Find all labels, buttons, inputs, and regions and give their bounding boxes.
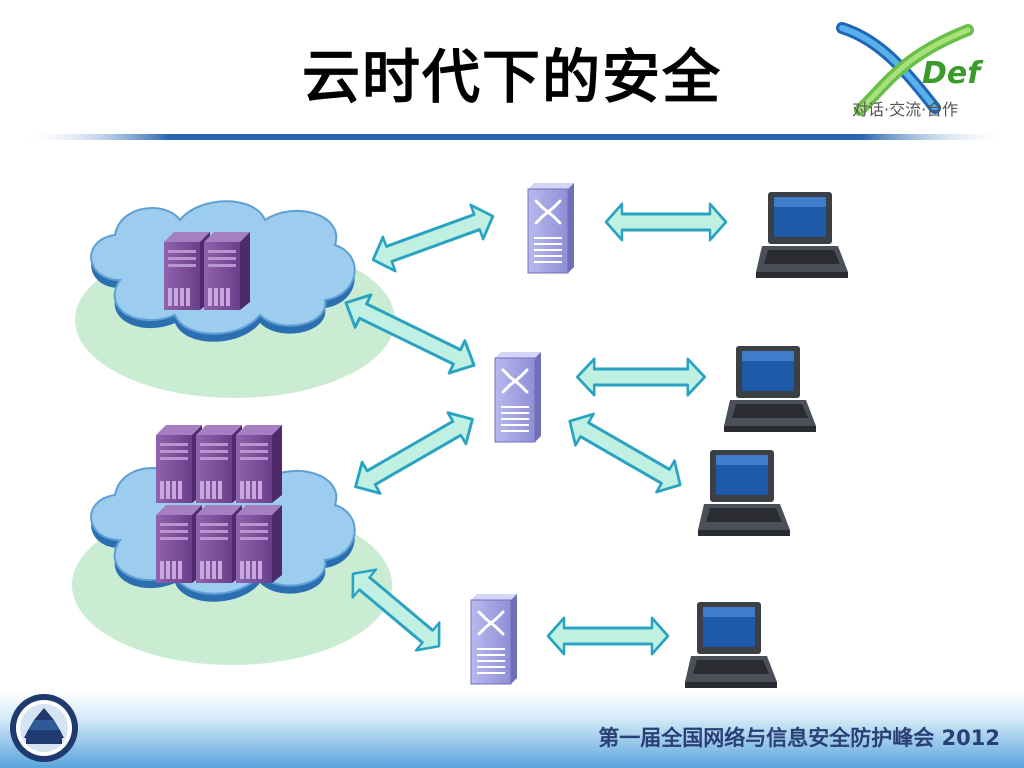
server-icon <box>236 425 282 503</box>
server-icon <box>164 232 210 310</box>
xdef-logo-icon <box>836 22 974 116</box>
double-arrow-icon <box>345 402 483 504</box>
laptop-icon <box>756 192 848 278</box>
server-icon <box>196 505 242 583</box>
double-arrow-icon <box>365 197 501 279</box>
server-icon <box>196 425 242 503</box>
double-arrow-icon <box>604 202 728 242</box>
double-arrow-icon <box>546 616 670 656</box>
university-seal-icon <box>10 694 78 762</box>
slide-title: 云时代下的安全 <box>301 43 722 111</box>
laptop-icon <box>698 450 790 536</box>
network-switch-icon <box>469 592 519 686</box>
server-icon <box>156 505 202 583</box>
cloud-cluster-top <box>75 200 395 398</box>
double-arrow-icon <box>575 357 707 397</box>
network-switch-icon <box>526 181 576 275</box>
server-icon <box>156 425 202 503</box>
footer-conference-name: 第一届全国网络与信息安全防护峰会 2012 <box>598 726 1000 750</box>
laptop-icon <box>724 346 816 432</box>
header-divider <box>20 134 1010 140</box>
double-arrow-icon <box>559 404 691 502</box>
server-icon <box>204 232 250 310</box>
logo-brand: Def <box>922 56 981 91</box>
cloud-cluster-bottom <box>72 425 392 665</box>
server-icon <box>236 505 282 583</box>
logo-tagline: 对话·交流·合作 <box>852 100 959 119</box>
network-switch-icon <box>493 350 543 444</box>
footer-band <box>0 690 1024 768</box>
laptop-icon <box>685 602 777 688</box>
